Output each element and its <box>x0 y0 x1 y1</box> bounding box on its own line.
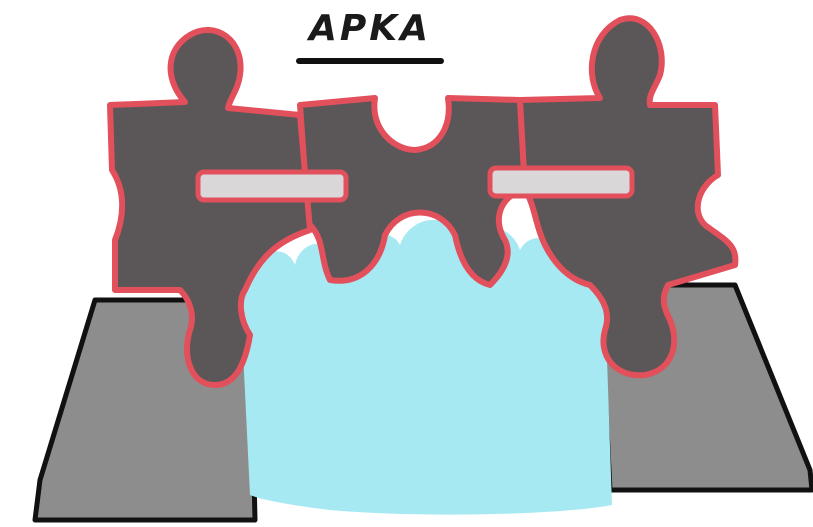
title-underline <box>296 58 444 64</box>
page-title: APKA <box>290 8 450 49</box>
left-connector-slot <box>198 172 346 200</box>
right-connector-slot <box>490 168 632 196</box>
title-block: APKA <box>290 8 450 68</box>
